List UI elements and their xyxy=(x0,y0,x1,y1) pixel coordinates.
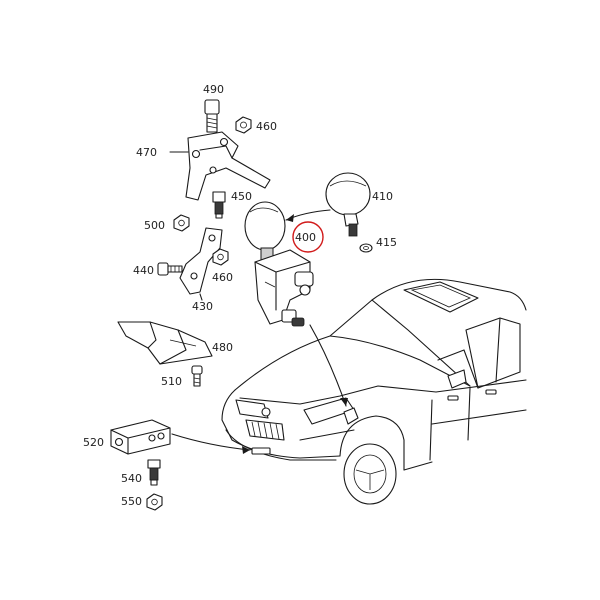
label-430: 430 xyxy=(192,300,213,313)
part-450-sensor xyxy=(212,191,226,219)
part-550-nut xyxy=(146,493,163,511)
part-510-screw xyxy=(191,365,203,387)
part-520-block xyxy=(110,419,171,455)
label-415: 415 xyxy=(376,236,397,249)
highlight-400 xyxy=(292,221,324,253)
part-500-nut xyxy=(173,214,190,232)
label-510: 510 xyxy=(161,375,182,388)
label-470: 470 xyxy=(136,146,157,159)
label-550: 550 xyxy=(121,495,142,508)
part-440-bolt xyxy=(157,262,183,276)
part-400-valve-unit xyxy=(244,201,314,327)
label-540: 540 xyxy=(121,472,142,485)
part-490-bolt xyxy=(204,99,220,133)
arrow-410-to-400 xyxy=(285,209,331,222)
leader-assembly-to-vehicle xyxy=(309,324,348,407)
part-460-nut-top xyxy=(235,116,252,134)
label-520: 520 xyxy=(83,436,104,449)
label-410: 410 xyxy=(372,190,393,203)
part-430-bracket xyxy=(179,227,223,301)
leader-520-to-vehicle xyxy=(171,433,251,454)
label-440: 440 xyxy=(133,264,154,277)
part-470-bracket xyxy=(169,131,271,201)
label-460-mid: 460 xyxy=(212,271,233,284)
label-400: 400 xyxy=(295,231,316,244)
label-450: 450 xyxy=(231,190,252,203)
part-415-seal xyxy=(359,243,373,253)
part-410-accumulator xyxy=(325,172,371,237)
part-460-nut-mid xyxy=(212,248,229,266)
part-540-fitting xyxy=(147,459,161,486)
label-490: 490 xyxy=(203,83,224,96)
label-480: 480 xyxy=(212,341,233,354)
part-480-cover xyxy=(117,321,213,365)
label-500: 500 xyxy=(144,219,165,232)
vehicle-outline xyxy=(221,278,527,505)
label-460-top: 460 xyxy=(256,120,277,133)
